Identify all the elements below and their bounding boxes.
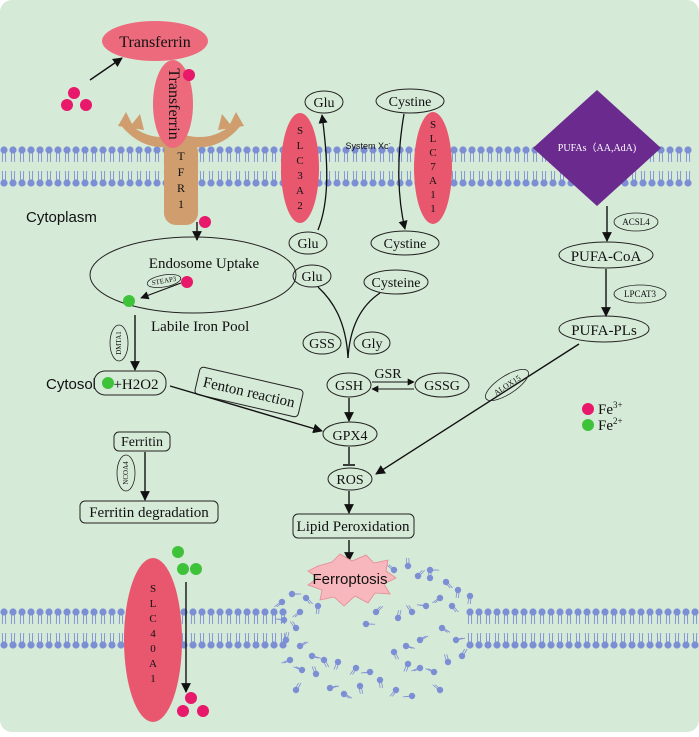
endosome-uptake-label: Endosome Uptake	[149, 256, 260, 272]
gss-label: GSS	[309, 337, 335, 352]
fe3-legend-dot	[582, 403, 594, 415]
gly-label: Gly	[362, 337, 383, 352]
glu-pool-label: Glu	[302, 270, 323, 285]
h2o2-label: +H2O2	[113, 377, 158, 393]
transferrin-bound-label: Transferrin	[165, 68, 182, 139]
fe3-dot	[181, 276, 193, 288]
fe3-dot	[197, 705, 209, 717]
glu-out-label: Glu	[314, 96, 335, 111]
cytoplasm-label: Cytoplasm	[26, 209, 97, 226]
fe2-dot	[172, 546, 184, 558]
lpcat3-label: LPCAT3	[624, 289, 657, 299]
pufas-label: PUFAs（AA,AdA)	[558, 142, 636, 154]
cystine-out-label: Cystine	[389, 95, 432, 110]
fe2-dot	[123, 295, 135, 307]
dmt1-label: DMTA1	[115, 331, 123, 355]
ncoa4-label: NCOA4	[122, 461, 130, 485]
ferroptosis-label: Ferroptosis	[312, 571, 387, 588]
acsl4-label: ACSL4	[622, 217, 650, 227]
pufa-coa-label: PUFA-CoA	[571, 249, 642, 265]
fe3-dot	[183, 69, 195, 81]
ros-label: ROS	[336, 473, 363, 488]
system-xc-label: System Xc-	[345, 141, 390, 151]
pufa-pls-label: PUFA-PLs	[571, 323, 637, 339]
gsh-label: GSH	[335, 379, 363, 394]
cysteine-label: Cysteine	[372, 276, 421, 291]
ferritin-degradation-label: Ferritin degradation	[89, 505, 209, 521]
fe3-dot	[61, 99, 73, 111]
cystine-in-label: Cystine	[384, 237, 427, 252]
lipid-peroxidation-label: Lipid Peroxidation	[297, 519, 410, 535]
gsr-label: GSR	[374, 367, 402, 382]
fe3-dot	[185, 692, 197, 704]
gssg-label: GSSG	[424, 379, 460, 394]
fe3-dot	[199, 216, 211, 228]
glu-in-label: Glu	[298, 237, 319, 252]
fe2-dot	[102, 377, 114, 389]
transferrin-free-label: Transferrin	[119, 34, 190, 51]
fe2-dot	[190, 563, 202, 575]
fe2-legend-dot	[582, 419, 594, 431]
fe2-dot	[177, 563, 189, 575]
labile-iron-pool-label: Labile Iron Pool	[151, 319, 249, 335]
cytosol-label: Cytosol	[46, 376, 96, 393]
fe3-dot	[80, 99, 92, 111]
fe3-dot	[68, 87, 80, 99]
fe3-dot	[177, 705, 189, 717]
ferritin-label: Ferritin	[121, 435, 163, 450]
gpx4-label: GPX4	[332, 429, 367, 444]
